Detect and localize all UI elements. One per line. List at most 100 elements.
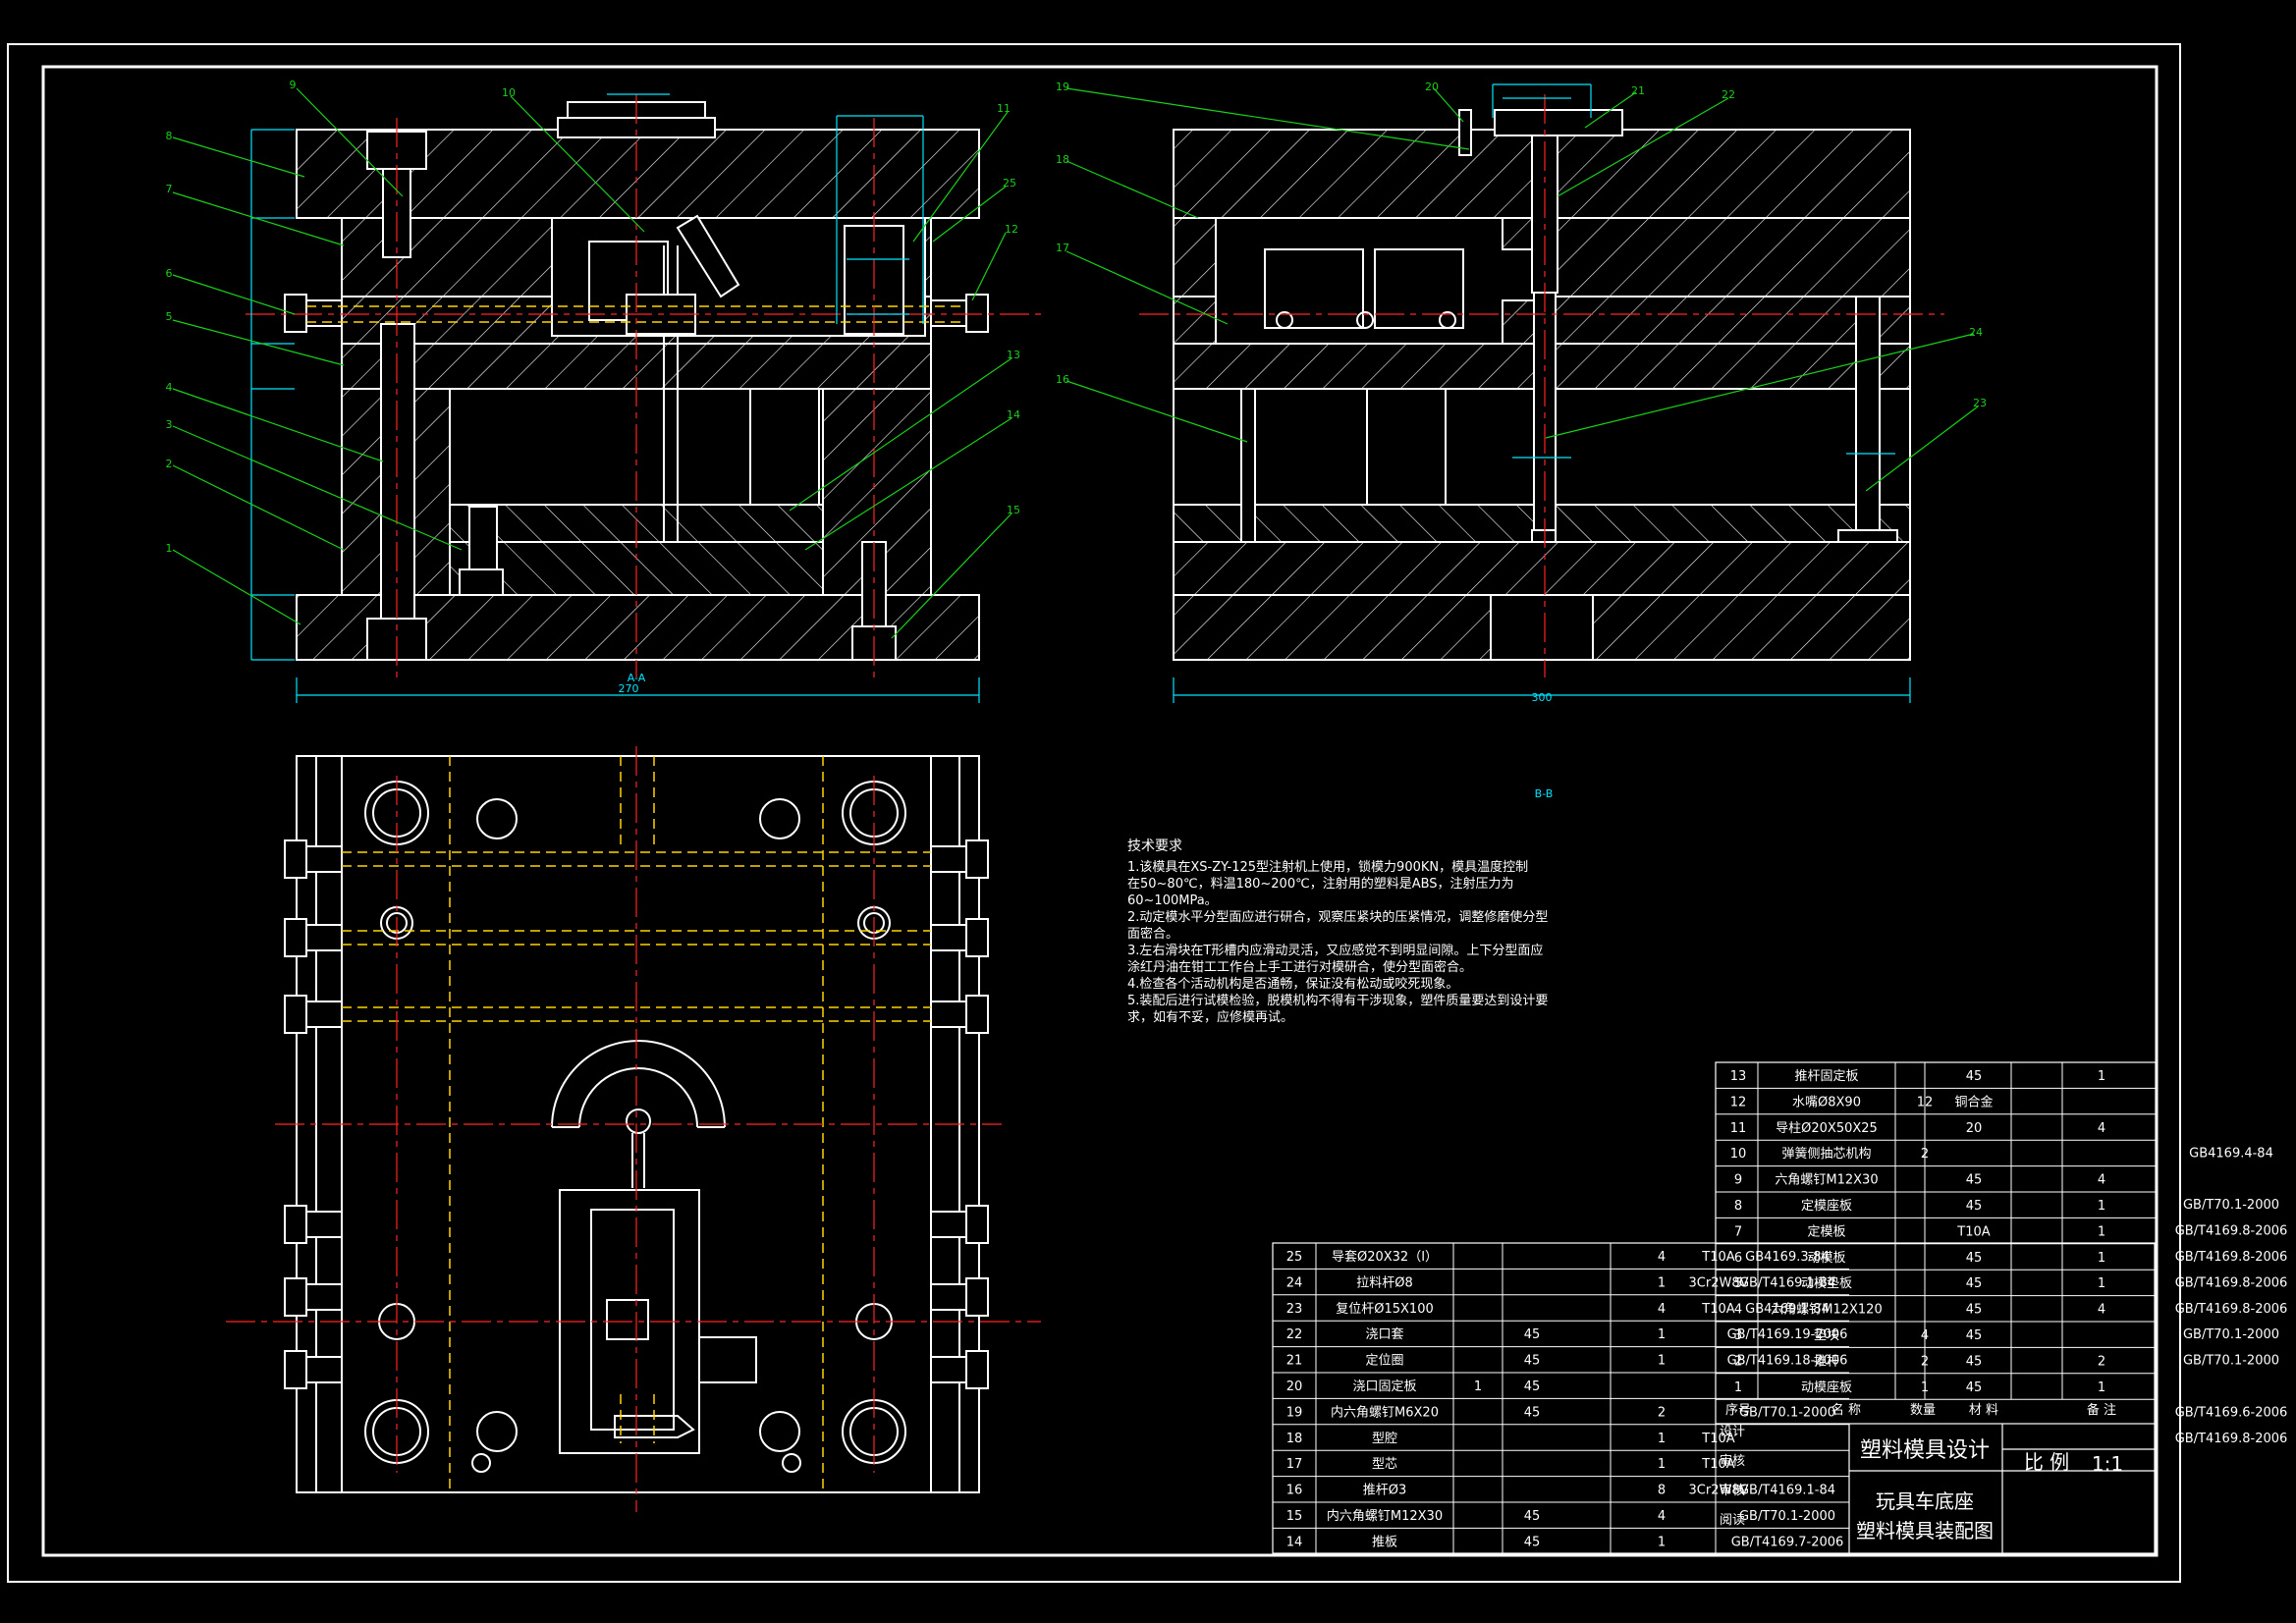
bom-upper-cell: T10A (1956, 1224, 1990, 1239)
callout-22: 22 (1722, 88, 1735, 101)
callout-12: 12 (1005, 223, 1018, 236)
bom-lower-cell: 1 (1658, 1327, 1666, 1342)
bom-upper-cell: 4 (2098, 1303, 2105, 1318)
bom-upper-cell: 10 (1730, 1147, 1747, 1162)
bom-lower-cell: 45 (1524, 1405, 1541, 1420)
bom-upper-standard: GB/T4169.8-2006 (2175, 1275, 2288, 1290)
tech-line-9: 5.装配后进行试模检验，脱模机构不得有干涉现象，塑件质量要达到设计要 (1127, 994, 1549, 1008)
tech-line-6: 3.左右滑块在T形槽内应滑动灵活，又应感觉不到明显间隙。上下分型面应 (1127, 944, 1544, 958)
bom-lower-cell: 3Cr2W8V (1689, 1484, 1749, 1498)
bom-lower-cell: GB/T4169.19-2006 (1727, 1327, 1848, 1342)
signature-label: 审核 (1720, 1454, 1745, 1469)
callout-10: 10 (502, 86, 516, 99)
bom-lower-cell: 24 (1286, 1275, 1303, 1290)
dimensions-b-b (1173, 83, 1911, 703)
bom-lower-cell: 25 (1286, 1250, 1303, 1265)
bom-upper-cell: 推杆 (1814, 1354, 1839, 1369)
bom-upper-cell: 1 (2098, 1224, 2105, 1239)
bom-lower-cell: 19 (1286, 1405, 1303, 1420)
bom-upper-cell: 垫块 (1814, 1327, 1839, 1343)
callout-5: 5 (166, 310, 173, 323)
bom-upper-cell: 45 (1966, 1069, 1983, 1084)
bom-lower-cell: 定位圈 (1365, 1354, 1403, 1369)
callout-18: 18 (1056, 153, 1069, 166)
bom-lower-cell: 4 (1658, 1509, 1666, 1524)
product-name: 玩具车底座 (1876, 1489, 1974, 1513)
bom-lower-cell: 导套Ø20X32（I） (1332, 1249, 1438, 1265)
bom-upper-cell: 45 (1966, 1199, 1983, 1214)
bom-lower-cell: T10A (1701, 1250, 1734, 1265)
tech-line-1: 1.该模具在XS-ZY-125型注射机上使用，锁模力900KN，模具温度控制 (1127, 860, 1529, 875)
bom-lower-cell: 推杆Ø3 (1363, 1484, 1407, 1498)
bom-lower-cell: 45 (1524, 1327, 1541, 1342)
bom-upper-cell: 11 (1730, 1121, 1747, 1136)
callout-6: 6 (166, 267, 173, 280)
bom-upper-cell: 4 (2098, 1121, 2105, 1136)
bom-lower-cell: 拉料杆Ø8 (1356, 1275, 1413, 1290)
bom-upper-cell: 8 (1734, 1199, 1742, 1214)
tech-line-4: 2.动定模水平分型面应进行研合，观察压紧块的压紧情况，调整修磨使分型 (1127, 910, 1549, 925)
bom-lower-cell: 45 (1524, 1535, 1541, 1549)
bom-lower-cell: GB/T70.1-2000 (1739, 1509, 1835, 1524)
bom-lower-cell: 4 (1658, 1302, 1666, 1317)
bom-header-cell: 数量 (1910, 1403, 1936, 1418)
bom-lower-cell: 8 (1658, 1484, 1666, 1498)
callouts-right: 19 18 17 16 20 21 22 24 23 (1056, 81, 1987, 409)
bom-lower-cell: 内六角螺钉M6X20 (1331, 1404, 1439, 1420)
bom-lower-cell: GB/T4169.7-2006 (1731, 1535, 1844, 1549)
bom-lower-cell: 内六角螺钉M12X30 (1327, 1508, 1443, 1524)
bom-lower-cell: 1 (1658, 1457, 1666, 1472)
bom-lower-cell: 15 (1286, 1509, 1303, 1524)
callout-8: 8 (166, 130, 173, 142)
bom-lower-cell: 1 (1474, 1380, 1482, 1394)
bom-lower-cell: 14 (1286, 1535, 1303, 1549)
bom-upper-cell: 1 (2098, 1276, 2105, 1291)
bom-lower-cell: GB/T4169.1-84 (1739, 1275, 1835, 1290)
bom-lower-cell: 45 (1524, 1354, 1541, 1369)
bom-lower-cell: 1 (1658, 1354, 1666, 1369)
bom-upper-cell: 铜合金 (1954, 1094, 1993, 1109)
bom-upper-cell: 13 (1730, 1069, 1747, 1084)
tech-line-8: 4.检查各个活动机构是否通畅，保证没有松动或咬死现象。 (1127, 977, 1459, 992)
bom-lower-cell: 16 (1286, 1484, 1303, 1498)
bom-lower-cell: GB/T4169.18-2006 (1727, 1354, 1848, 1369)
callout-19: 19 (1056, 81, 1069, 93)
bom-upper-cell: 45 (1966, 1328, 1983, 1343)
callout-15: 15 (1007, 504, 1020, 516)
callout-2: 2 (166, 458, 173, 470)
callout-17: 17 (1056, 242, 1069, 254)
bom-lower-cell: 4 (1658, 1250, 1666, 1265)
callouts-left: 8 7 6 5 4 3 2 1 9 10 11 25 12 13 14 15 (166, 79, 1021, 555)
bom-upper-standard: GB/T70.1-2000 (2183, 1198, 2279, 1213)
callout-14: 14 (1007, 408, 1020, 421)
tech-line-3: 60~100MPa。 (1127, 893, 1218, 908)
bom-upper-cell: 定模板 (1807, 1224, 1845, 1239)
bom-lower-cell: GB4169.1-84 (1745, 1302, 1830, 1317)
bom-upper-cell: 45 (1966, 1276, 1983, 1291)
bom-header-cell: 备 注 (2087, 1402, 2116, 1418)
signature-label: 审核 (1720, 1484, 1745, 1498)
section-view-b-b (1173, 109, 1911, 661)
bom-upper-cell: 45 (1966, 1354, 1983, 1369)
drawing-type: 塑料模具装配图 (1856, 1519, 1994, 1542)
bom-lower-cell: 浇口套 (1365, 1326, 1403, 1342)
bom-lower-cell: 45 (1524, 1380, 1541, 1394)
bom-lower-cell: 浇口固定板 (1352, 1380, 1416, 1394)
bom-upper-cell: 1 (2098, 1069, 2105, 1084)
bom-upper-cell: 1 (2098, 1199, 2105, 1214)
bom-lower-cell: 45 (1524, 1509, 1541, 1524)
bom-upper-cell: 3 (1734, 1328, 1742, 1343)
callout-4: 4 (166, 381, 173, 394)
plan-center-lines (226, 746, 1041, 1512)
bom-upper-cell: 1 (2098, 1380, 2105, 1395)
bom-upper-cell: 45 (1966, 1173, 1983, 1188)
bom-lower-cell: 21 (1286, 1354, 1303, 1369)
bom-upper-cell: 动模垫板 (1801, 1275, 1852, 1291)
leader-lines-left (172, 87, 1012, 639)
bom-upper-cell: 12 (1730, 1095, 1747, 1109)
callout-25: 25 (1003, 177, 1016, 189)
scale-label: 比 例 (2024, 1450, 2069, 1474)
bom-upper-cell: 4 (1734, 1303, 1742, 1318)
bom-upper-cell: 1 (2098, 1251, 2105, 1266)
